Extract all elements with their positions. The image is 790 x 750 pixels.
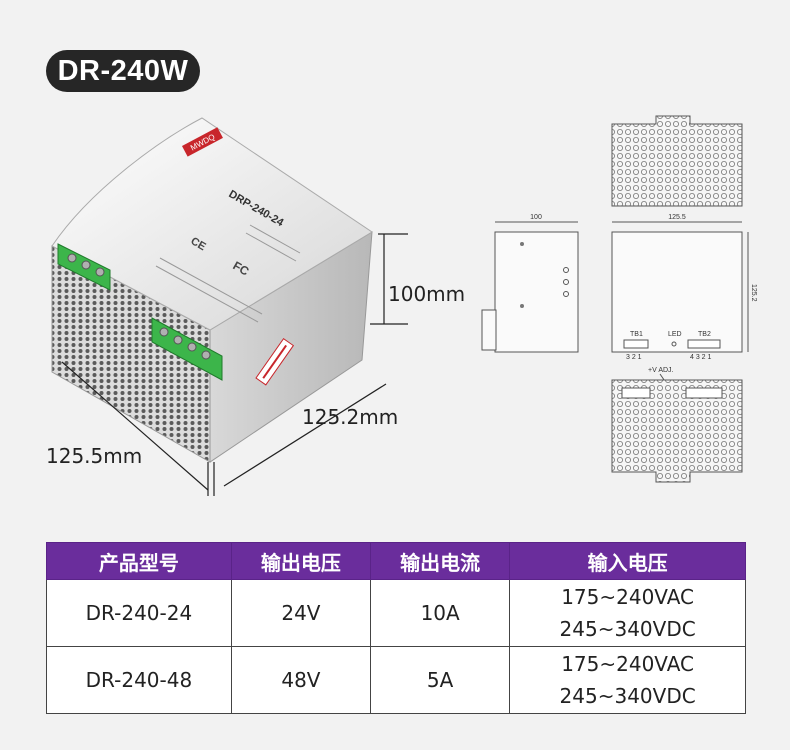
power-supply-3d-view: MWDQ DRP-240-24 CE FC	[51, 117, 373, 463]
side-width-label: 100	[530, 214, 542, 221]
table-row: DR-240-48 48V 5A 175~240VAC 245~340VDC	[46, 646, 746, 714]
width-dimension: 125.5mm	[46, 444, 142, 468]
input-voltage-ac: 175~240VAC	[561, 585, 695, 609]
input-voltage-dc: 245~340VDC	[559, 617, 696, 641]
input-terminal-block	[57, 243, 111, 291]
tb2-pins: 4 3 2 1	[690, 354, 712, 361]
vadj-label: +V ADJ.	[648, 367, 674, 374]
table-header-row: 产品型号 输出电压 输出电流 输入电压	[46, 542, 746, 580]
product-title-badge: DR-240W	[46, 50, 200, 92]
cell-output-current: 10A	[370, 579, 511, 647]
header-input-voltage: 输入电压	[509, 542, 746, 580]
cell-input-voltage: 175~240VAC 245~340VDC	[509, 646, 746, 714]
cell-model: DR-240-48	[46, 646, 232, 714]
header-output-voltage: 输出电压	[230, 542, 372, 580]
cell-model: DR-240-24	[46, 579, 232, 647]
cell-output-voltage: 48V	[230, 646, 372, 714]
cell-output-current: 5A	[370, 646, 511, 714]
table-row: DR-240-24 24V 10A 175~240VAC 245~340VDC	[46, 579, 746, 647]
dimension-lines	[61, 233, 408, 496]
brand-logo	[182, 127, 223, 157]
drawing-side-view: 100	[481, 214, 579, 353]
output-terminal-block	[151, 317, 223, 381]
input-voltage-dc: 245~340VDC	[559, 684, 696, 708]
drawing-bottom-view: +V ADJ.	[611, 367, 743, 483]
tb1-label: TB1	[630, 331, 643, 338]
height-dimension: 100mm	[388, 282, 465, 306]
front-width-label: 125.5	[668, 214, 686, 221]
warning-sticker	[255, 337, 295, 386]
header-model: 产品型号	[46, 542, 232, 580]
front-height-label: 125.2	[750, 284, 757, 302]
tb1-pins: 3 2 1	[626, 354, 642, 361]
led-label: LED	[668, 331, 682, 338]
cell-output-voltage: 24V	[230, 579, 372, 647]
depth-dimension: 125.2mm	[302, 405, 398, 429]
input-voltage-ac: 175~240VAC	[561, 652, 695, 676]
spec-text-lines	[155, 224, 301, 323]
drawing-front-view: 125.5 125.2 TB1 LED TB2 3 2 1 4 3 2 1	[611, 214, 757, 361]
tb2-label: TB2	[698, 331, 711, 338]
drawing-top-view	[611, 115, 743, 207]
product-illustration: MWDQ DRP-240-24 CE FC	[46, 115, 757, 496]
header-output-current: 输出电流	[370, 542, 511, 580]
cell-input-voltage: 175~240VAC 245~340VDC	[509, 579, 746, 647]
spec-table: 产品型号 输出电压 输出电流 输入电压 DR-240-24 24V 10A 17…	[46, 542, 746, 714]
